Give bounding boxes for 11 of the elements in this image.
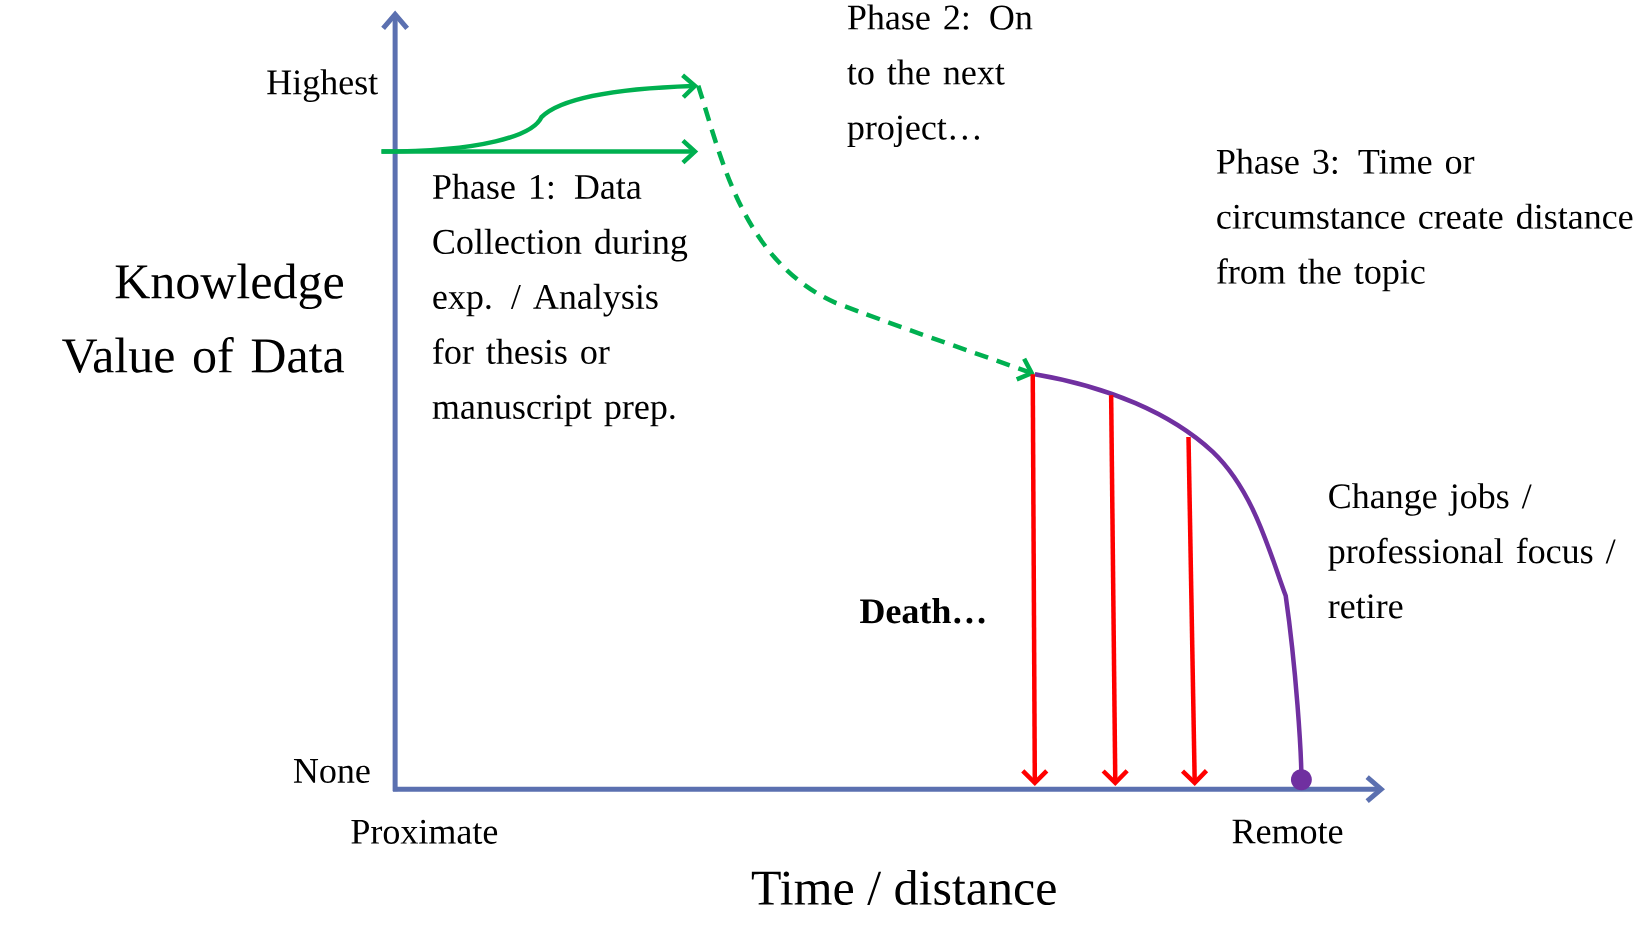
- phase-note: Change jobs / professional focus / retire: [1328, 482, 1616, 619]
- phase-note: Phase 2: On to the next project…: [847, 4, 1033, 147]
- event-label: Death…: [860, 597, 985, 624]
- phase-note: Phase 1: Data Collection during exp. / Analysis for thesis or manuscript prep.: [432, 173, 688, 427]
- axis-label: Highest: [267, 69, 378, 102]
- axis-title: Time / distance: [751, 869, 1056, 905]
- axis-label: Proximate: [351, 819, 498, 844]
- axis-label: Remote: [1232, 819, 1343, 844]
- phase-note: Phase 3: Time or circumstance create distance from the topic: [1216, 148, 1633, 292]
- axis-title: Knowledge Value of Data: [62, 263, 345, 373]
- axis-label: None: [293, 758, 370, 783]
